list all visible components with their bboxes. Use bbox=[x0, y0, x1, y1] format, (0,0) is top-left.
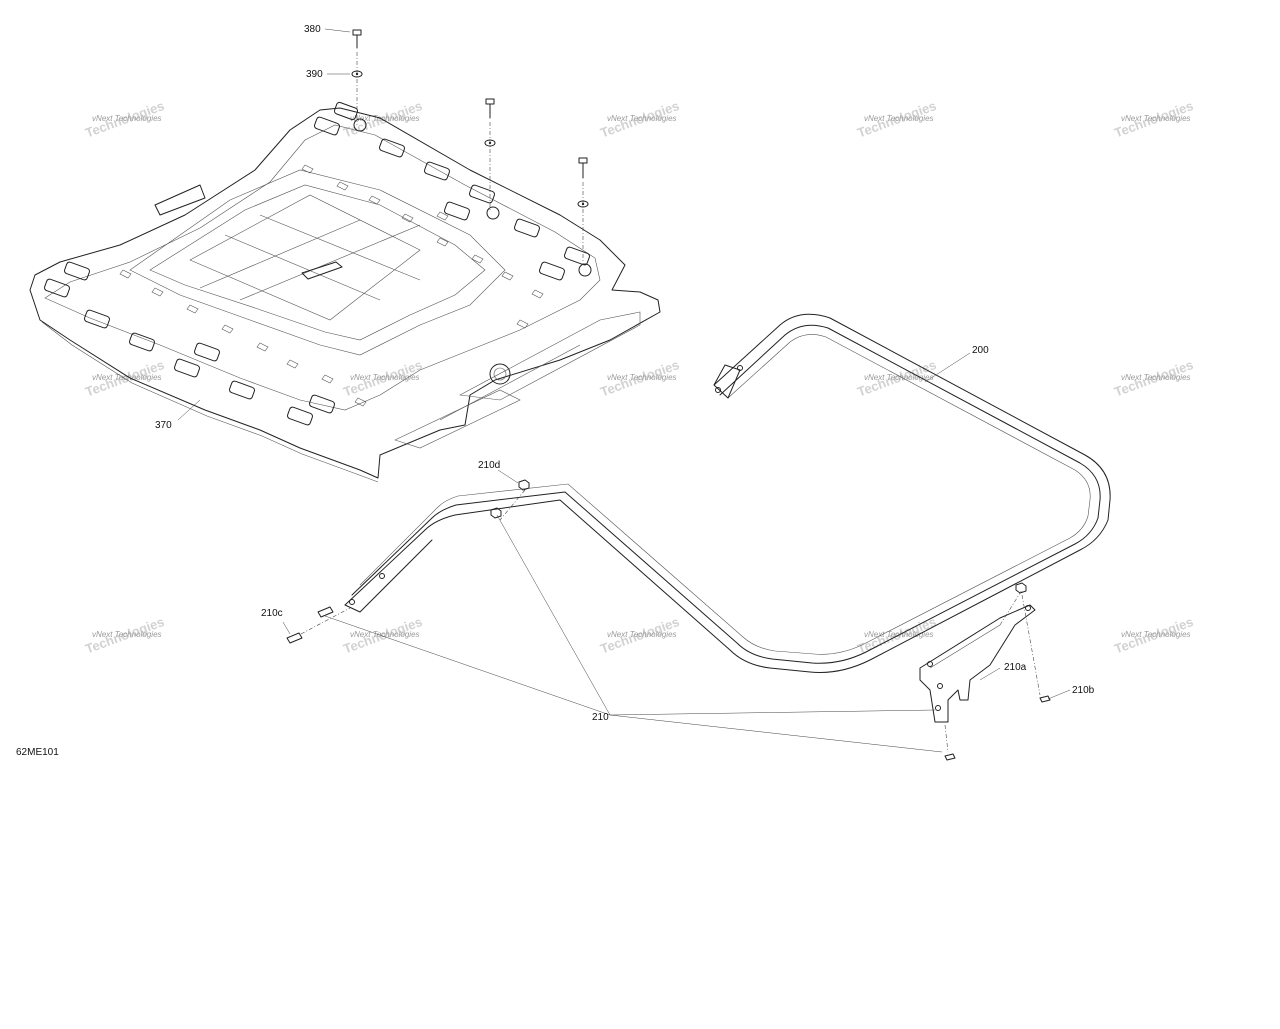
watermark-text: vNext Technologies bbox=[350, 630, 420, 639]
watermark-text: vNext Technologies bbox=[607, 373, 677, 382]
watermark-text: vNext Technologies bbox=[607, 630, 677, 639]
callout-370: 370 bbox=[155, 420, 172, 431]
roof-panel-part-370 bbox=[29, 101, 661, 483]
callout-210b: 210b bbox=[1072, 685, 1095, 696]
tie-down-pockets bbox=[44, 101, 590, 426]
watermark-text: vNext Technologies bbox=[92, 630, 162, 639]
watermark-text: vNext Technologies bbox=[92, 114, 162, 123]
callout-labels: 380 390 370 200 210d 210c 210a 210b 210 … bbox=[16, 24, 1095, 758]
callout-390: 390 bbox=[306, 69, 323, 80]
watermark-text: vNext Technologies bbox=[864, 114, 934, 123]
clip-marks bbox=[119, 164, 544, 407]
nut-210d bbox=[490, 479, 530, 519]
watermark-text: vNext Technologies bbox=[1121, 373, 1191, 382]
watermark-text: vNext Technologies bbox=[864, 630, 934, 639]
drawing-reference-code: 62ME101 bbox=[16, 747, 59, 758]
callout-380: 380 bbox=[304, 24, 321, 35]
watermark-text: vNext Technologies bbox=[350, 373, 420, 382]
boss-icon bbox=[489, 363, 511, 385]
callout-210d: 210d bbox=[478, 460, 500, 471]
watermark-text: vNext Technologies bbox=[92, 373, 162, 382]
logo-badge-icon bbox=[301, 261, 343, 280]
watermark-text: vNext Technologies bbox=[1121, 114, 1191, 123]
callout-210c: 210c bbox=[261, 608, 283, 619]
fastener-stack-c bbox=[577, 157, 589, 265]
bolt-210c bbox=[286, 606, 334, 644]
fastener-stack-b bbox=[484, 98, 496, 210]
bolt-210b bbox=[944, 582, 1051, 761]
watermark-text: vNext Technologies bbox=[864, 373, 934, 382]
bracket-part-210a bbox=[919, 604, 1036, 723]
leader-lines bbox=[177, 28, 1071, 753]
watermark-text: vNext Technologies bbox=[1121, 630, 1191, 639]
callout-200: 200 bbox=[972, 345, 989, 356]
watermark-text: vNext Technologies bbox=[607, 114, 677, 123]
fastener-380-stack bbox=[351, 29, 363, 125]
rack-rail-part-200 bbox=[344, 313, 1111, 673]
watermark-text: vNext Technologies bbox=[350, 114, 420, 123]
callout-210a: 210a bbox=[1004, 662, 1027, 673]
callout-210: 210 bbox=[592, 712, 609, 723]
